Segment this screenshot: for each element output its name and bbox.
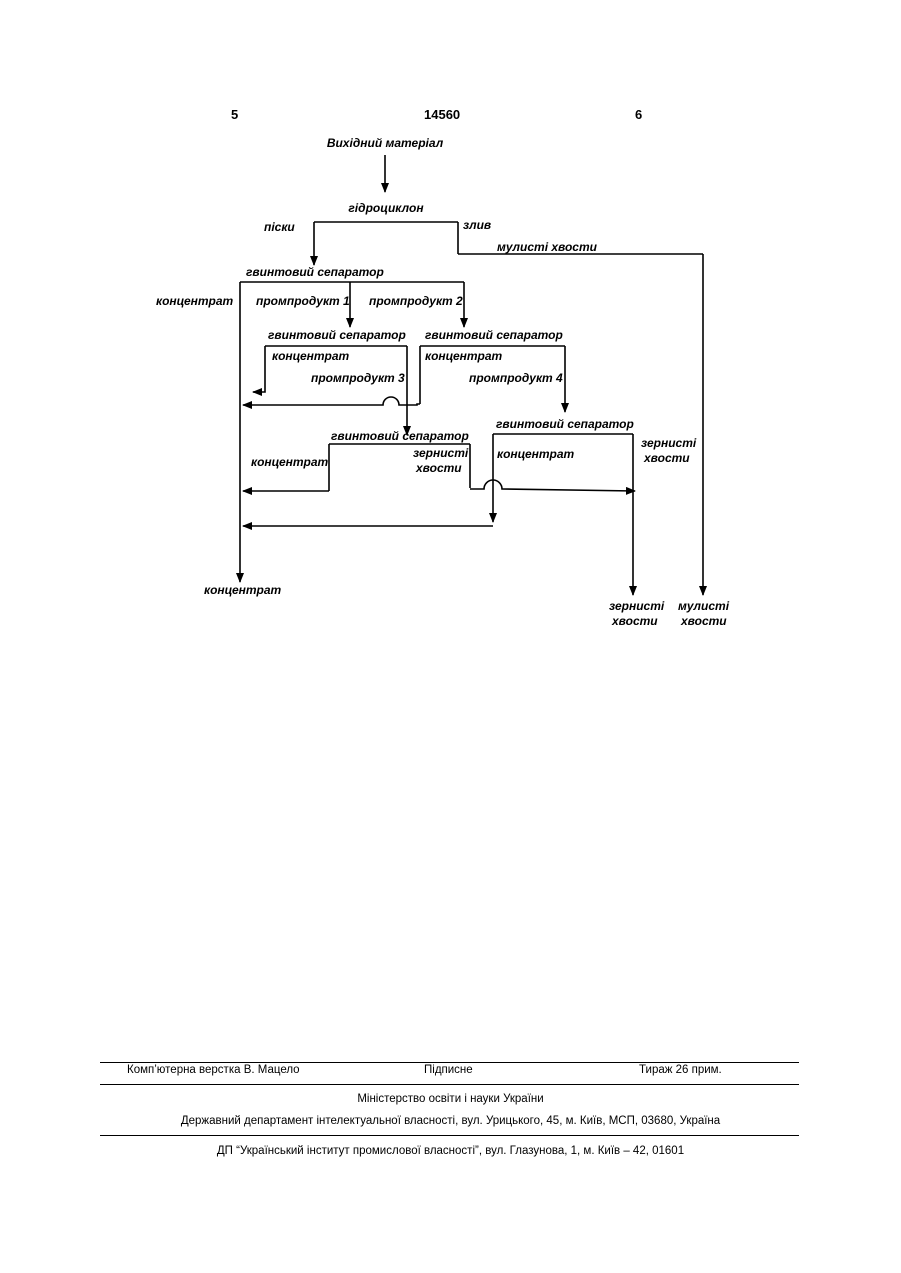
- spiral-5-label: гвинтовий сепаратор: [496, 417, 634, 431]
- footer-department: Державний департамент інтелектуальної вл…: [0, 1115, 901, 1127]
- sands-label: піски: [264, 220, 295, 234]
- spiral-3-label: гвинтовий сепаратор: [425, 328, 563, 342]
- slime-tails-label: мулисті хвости: [497, 240, 598, 254]
- granular-tails-2-line1: зернисті: [641, 436, 697, 450]
- middling-2-label: промпродукт 2: [369, 294, 463, 308]
- return-line-1: [243, 397, 420, 405]
- granular-tails-1-line2: хвости: [415, 461, 462, 475]
- footer-circulation: Тираж 26 прим.: [639, 1064, 722, 1076]
- concentrate-1-label: концентрат: [156, 294, 234, 308]
- concentrate-5-label: концентрат: [497, 447, 575, 461]
- footer-institute: ДП “Український інститут промислової вла…: [0, 1145, 901, 1157]
- concentrate-4-label: концентрат: [251, 455, 329, 469]
- middling-1-label: промпродукт 1: [256, 294, 350, 308]
- final-slime-line1: мулисті: [678, 599, 730, 613]
- spiral-4-label: гвинтовий сепаратор: [331, 429, 469, 443]
- middling-3-label: промпродукт 3: [311, 371, 405, 385]
- concentrate-3-label: концентрат: [425, 349, 503, 363]
- final-slime-line2: хвости: [680, 614, 727, 628]
- source-label: Вихідний матеріал: [327, 136, 444, 150]
- granular-tails-2-line2: хвости: [643, 451, 690, 465]
- spiral-1-label: гвинтовий сепаратор: [246, 265, 384, 279]
- flowsheet-diagram: Вихідний матеріал гідроциклон піски злив…: [0, 0, 901, 700]
- footer-rule-bottom: [100, 1135, 799, 1136]
- spiral-2-label: гвинтовий сепаратор: [268, 328, 406, 342]
- footer-rule-top: [100, 1062, 799, 1063]
- footer-ministry: Міністерство освіти і науки України: [0, 1093, 901, 1105]
- hydrocyclone-label: гідроциклон: [348, 201, 424, 215]
- spiral-4-tails-arrow: [470, 480, 635, 491]
- granular-tails-1-line1: зернисті: [413, 446, 469, 460]
- overflow-label: злив: [463, 218, 491, 232]
- footer-signed: Підписне: [424, 1064, 473, 1076]
- spiral-2-concentrate-arrow: [253, 346, 265, 392]
- footer-rule-middle: [100, 1084, 799, 1085]
- final-granular-line2: хвости: [611, 614, 658, 628]
- final-granular-line1: зернисті: [609, 599, 665, 613]
- final-concentrate-label: концентрат: [204, 583, 282, 597]
- middling-4-label: промпродукт 4: [469, 371, 563, 385]
- concentrate-2-label: концентрат: [272, 349, 350, 363]
- footer-layout-credit: Комп’ютерна верстка В. Мацело: [127, 1064, 300, 1076]
